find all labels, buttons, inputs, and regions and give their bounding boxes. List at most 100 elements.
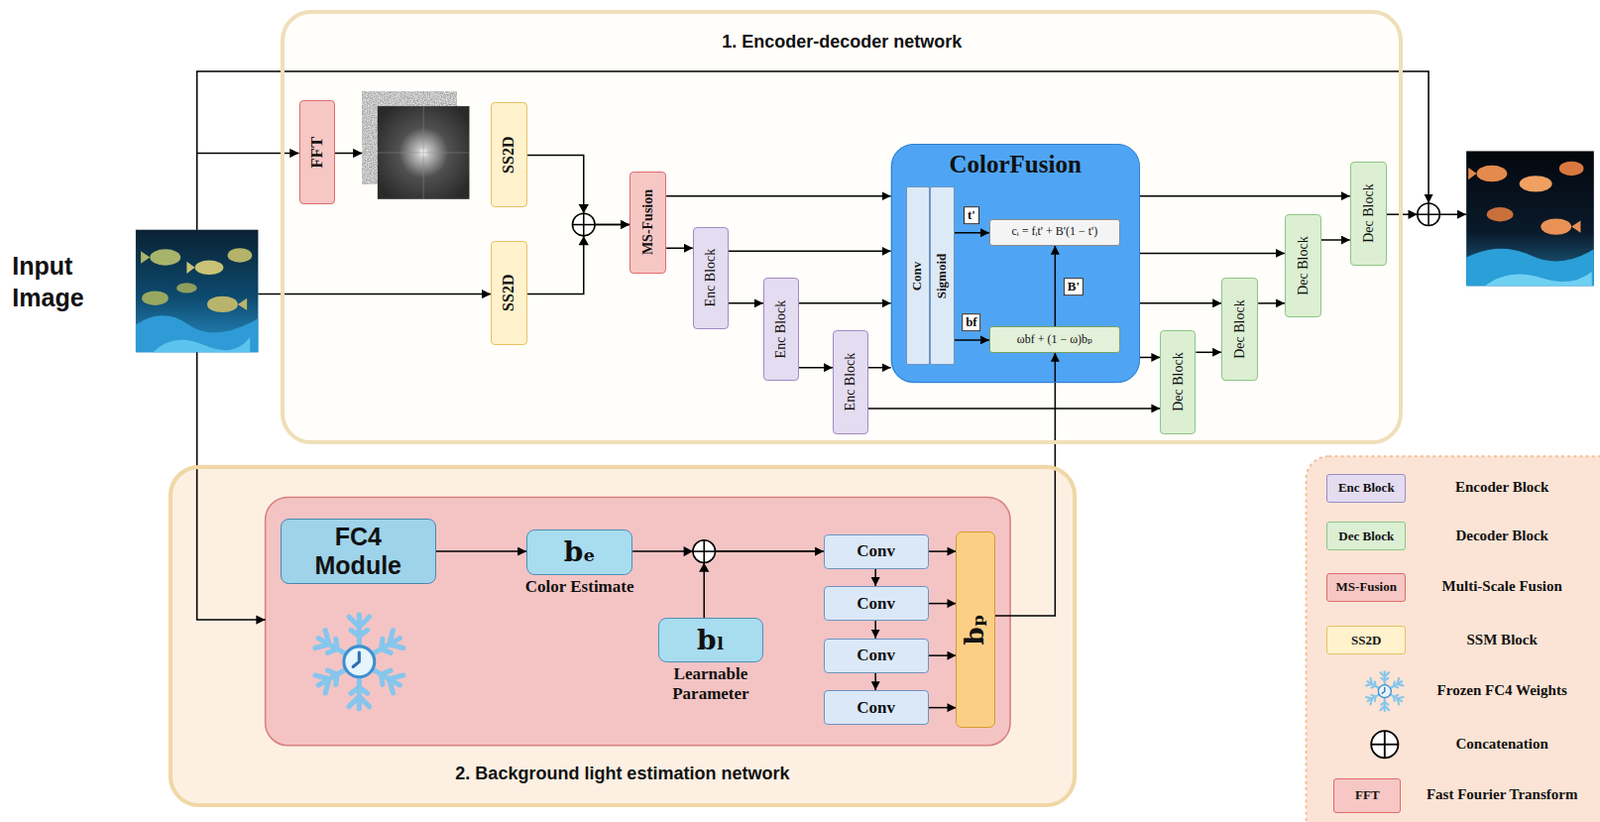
node-label: 2. Background light estimation network	[172, 763, 1073, 785]
wire	[197, 71, 1467, 620]
learnable-parameter: bₗLearnable Parameter	[658, 617, 764, 663]
connector-arrow	[928, 706, 957, 709]
node-label: Conv	[856, 645, 896, 666]
color-estimate: bₑColor Estimate	[526, 529, 633, 574]
legend-swatch: MS-Fusion	[1326, 572, 1406, 602]
node-label: Conv	[856, 541, 896, 562]
connector-arrow	[436, 550, 528, 553]
connector-arrow	[1140, 302, 1222, 305]
node-label: Sigmoid	[934, 252, 950, 299]
node-label: Conv	[856, 697, 896, 718]
node-label: ωbf + (1 − ω)bₚ	[1017, 333, 1093, 347]
connector-arrow	[799, 366, 833, 369]
connector-arrow	[954, 231, 990, 234]
conv-layer: Conv	[823, 689, 929, 725]
caption-text: Learnable Parameter	[654, 664, 767, 703]
concat-symbol	[1371, 730, 1398, 758]
node-label: Dec Block	[1169, 351, 1186, 411]
swatch-label: SS2D	[1351, 633, 1381, 648]
connector-arrow	[666, 195, 891, 198]
network-region: 1. Encoder-decoder networkFFT SS2D SS2D MS-…	[280, 9, 1403, 445]
conv-layer: Conv	[823, 585, 929, 621]
formula-box: cᵢ = fᵢt' + B'(1 − t')	[989, 219, 1121, 246]
colorfusion-module: ColorFusionConvSigmoidcᵢ = fᵢt' + B'(1 −…	[891, 143, 1141, 383]
estimation-region: 2. Background light estimation network FC…	[168, 464, 1077, 807]
legend-swatch: Dec Block	[1326, 521, 1406, 551]
connector-arrow	[728, 250, 892, 253]
swatch-label: Dec Block	[1338, 529, 1394, 544]
connector-arrow	[874, 620, 877, 639]
input-label: Input Image	[11, 250, 110, 314]
output-photo	[1466, 150, 1595, 286]
connector-arrow	[728, 302, 764, 305]
fusion-block: MS-Fusion	[629, 171, 667, 274]
connector-arrow	[666, 246, 693, 249]
connector-arrow	[954, 339, 990, 342]
connector-arrow	[1140, 252, 1285, 255]
swatch-label: FFT	[1355, 788, 1380, 802]
swatch-label: MS-Fusion	[1336, 579, 1397, 594]
region-fill	[168, 464, 1077, 807]
node-label: FFT	[307, 135, 328, 168]
encoder-block: Enc Block	[832, 330, 869, 435]
module-panel	[265, 497, 1011, 746]
module-fill	[891, 143, 1141, 383]
connector-arrow	[1195, 351, 1222, 354]
legend-text: SSM Block	[1425, 631, 1579, 649]
formula-box: ωbf + (1 − ω)bₚ	[989, 326, 1121, 353]
background-light: bₚ	[955, 531, 995, 729]
connector-arrow	[868, 407, 1160, 410]
node-label: Enc Block	[773, 300, 790, 359]
node-label: 1. Encoder-decoder network	[284, 31, 1399, 53]
node-label: Dec Block	[1360, 183, 1376, 242]
edge-label: B'	[1063, 278, 1084, 297]
legend-swatch: SS2D	[1326, 625, 1406, 655]
legend-swatch: FFT	[1333, 778, 1401, 813]
connector-arrow	[995, 352, 1056, 616]
decoder-block: Dec Block	[1159, 330, 1196, 435]
node-label: bₑ	[564, 536, 596, 569]
spectrum-image	[361, 92, 469, 200]
ssm-block: SS2D	[490, 240, 528, 345]
connector-arrow	[1257, 302, 1285, 305]
legend-text: Concatenation	[1425, 735, 1579, 753]
region-fill	[280, 9, 1403, 445]
encoder-block: Enc Block	[763, 277, 800, 381]
node-label: bₚ	[960, 613, 991, 645]
connector-arrow	[928, 550, 957, 553]
connector-arrow	[928, 602, 957, 605]
node-label: bₗ	[696, 624, 725, 657]
conv-layer: Conv	[823, 534, 929, 570]
node-label: SS2D	[499, 135, 518, 173]
connector-arrow	[868, 366, 892, 369]
concat-symbol	[692, 540, 716, 564]
node-label: Dec Block	[1232, 299, 1249, 358]
edge-label: t'	[963, 206, 980, 225]
legend-panel	[1306, 456, 1600, 822]
caption-text: Color Estimate	[523, 576, 636, 597]
conv-layer: Conv	[823, 638, 929, 674]
connector-arrow	[874, 673, 877, 691]
fc4-module: FC4 Module	[280, 518, 436, 584]
legend-text: Multi-Scale Fusion	[1425, 578, 1579, 596]
concat-symbol	[1417, 203, 1441, 227]
swatch-label: Enc Block	[1338, 480, 1395, 495]
connector-arrow	[928, 654, 957, 657]
decoder-block: Dec Block	[1221, 277, 1258, 381]
node-label: Conv	[910, 260, 925, 291]
node-label: Enc Block	[842, 352, 859, 412]
decoder-block: Dec Block	[1284, 214, 1322, 318]
node-label: MS-Fusion	[640, 189, 657, 255]
decoder-block: Dec Block	[1350, 161, 1387, 266]
legend-swatch: Enc Block	[1326, 473, 1406, 503]
concat-symbol	[571, 213, 595, 236]
frozen-icon	[1365, 671, 1404, 711]
fft-block: FFT	[299, 100, 336, 205]
connector-arrow	[1140, 356, 1161, 359]
conv-layer: Conv	[906, 186, 931, 365]
node-label: cᵢ = fᵢt' + B'(1 − t')	[1011, 225, 1098, 239]
